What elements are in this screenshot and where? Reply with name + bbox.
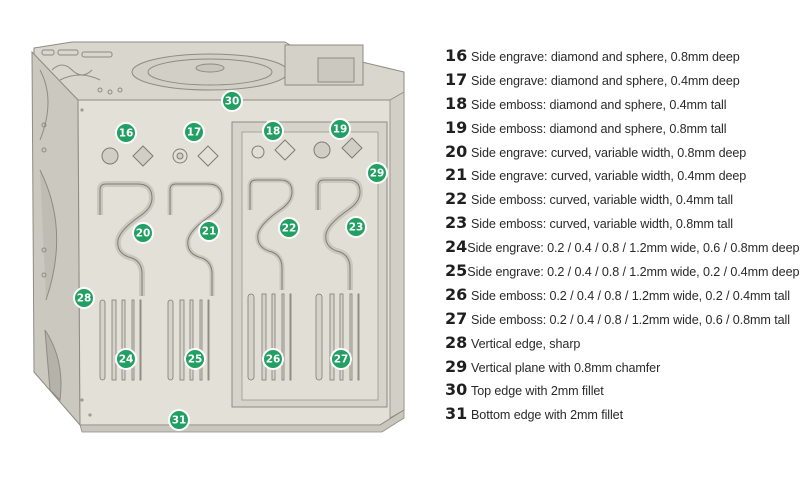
legend-text: Top edge with 2mm fillet xyxy=(471,384,604,399)
legend-text: Side engrave: curved, variable width, 0.… xyxy=(471,145,747,160)
curved-variable-width-features xyxy=(97,177,364,296)
legend-number: 30 xyxy=(445,380,468,400)
legend-text: Side emboss: curved, variable width, 0.8… xyxy=(471,217,733,232)
callout-badge-24: 24 xyxy=(115,348,137,370)
callout-badge-18: 18 xyxy=(262,120,284,142)
callout-badge-27: 27 xyxy=(330,348,352,370)
legend-text: Side emboss: 0.2 / 0.4 / 0.8 / 1.2mm wid… xyxy=(471,312,790,327)
callout-label: 29 xyxy=(370,168,385,180)
legend-number: 24 xyxy=(445,237,468,257)
callout-label: 20 xyxy=(136,228,151,240)
left-side-features xyxy=(39,69,62,402)
callout-label: 22 xyxy=(282,223,297,235)
callout-label: 23 xyxy=(349,222,364,234)
callout-badge-30: 30 xyxy=(221,90,243,112)
callout-badge-23: 23 xyxy=(345,216,367,238)
legend-text: Vertical edge, sharp xyxy=(471,336,581,351)
callout-badge-20: 20 xyxy=(132,222,154,244)
legend-text: Side engrave: curved, variable width, 0.… xyxy=(471,169,747,184)
callout-badge-25: 25 xyxy=(184,348,206,370)
legend-text: Side emboss: diamond and sphere, 0.8mm t… xyxy=(471,121,727,136)
legend-number: 20 xyxy=(445,141,468,161)
legend-text: Side emboss: curved, variable width, 0.4… xyxy=(471,193,733,208)
callout-badge-28: 28 xyxy=(73,287,95,309)
legend-text: Side engrave: diamond and sphere, 0.8mm … xyxy=(471,50,740,64)
legend-number: 19 xyxy=(445,117,468,137)
callout-label: 18 xyxy=(266,126,281,138)
legend-number: 31 xyxy=(445,404,468,424)
line-width-features xyxy=(99,293,360,381)
legend-number: 27 xyxy=(445,308,468,328)
legend-number: 23 xyxy=(445,213,468,233)
callout-badge-31: 31 xyxy=(168,409,190,431)
sphere-diamond-features xyxy=(101,137,363,167)
callout-label: 21 xyxy=(202,226,217,238)
callout-label: 25 xyxy=(188,354,203,366)
top-features xyxy=(41,44,364,95)
legend-text: Bottom edge with 2mm fillet xyxy=(471,408,623,423)
legend-text: Side emboss: diamond and sphere, 0.4mm t… xyxy=(471,97,727,112)
legend-number: 16 xyxy=(445,46,468,65)
callout-badge-19: 19 xyxy=(329,118,351,140)
callout-badge-16: 16 xyxy=(115,122,137,144)
callout-badge-22: 22 xyxy=(278,217,300,239)
legend-number: 17 xyxy=(445,69,468,89)
callout-badge-26: 26 xyxy=(262,348,284,370)
callout-label: 16 xyxy=(119,128,134,140)
legend-text: Side engrave: diamond and sphere, 0.4mm … xyxy=(471,73,740,88)
legend-text: Side emboss: 0.2 / 0.4 / 0.8 / 1.2mm wid… xyxy=(471,288,790,303)
cube-bottom-fillet xyxy=(79,409,405,433)
callout-badge-21: 21 xyxy=(198,220,220,242)
callout-label: 28 xyxy=(77,293,92,305)
callout-label: 19 xyxy=(333,124,348,136)
legend-text: Side engrave: 0.2 / 0.4 / 0.8 / 1.2mm wi… xyxy=(467,241,800,256)
legend-text: Vertical plane with 0.8mm chamfer xyxy=(471,360,661,375)
callout-label: 27 xyxy=(334,354,349,366)
legend-number: 21 xyxy=(445,165,468,185)
legend-number: 25 xyxy=(445,261,468,281)
callout-badge-17: 17 xyxy=(183,121,205,143)
legend-number: 26 xyxy=(445,284,468,304)
legend-text: Side engrave: 0.2 / 0.4 / 0.8 / 1.2mm wi… xyxy=(467,265,800,280)
legend-number: 22 xyxy=(445,189,468,209)
callout-label: 26 xyxy=(266,354,281,366)
callout-label: 30 xyxy=(225,96,240,108)
legend-number: 28 xyxy=(445,332,468,352)
cube-right-chamfer xyxy=(389,91,405,419)
test-cube-render: 16 17 18 19 20 21 22 23 24 25 26 27 28 29 30 31 xyxy=(31,41,405,433)
legend-number: 29 xyxy=(445,356,468,376)
callout-label: 17 xyxy=(187,127,202,139)
screw-holes xyxy=(80,108,92,417)
callout-label: 31 xyxy=(172,415,187,427)
callout-label: 24 xyxy=(119,354,134,366)
legend-number: 18 xyxy=(445,93,468,113)
callout-badge-29: 29 xyxy=(366,162,388,184)
